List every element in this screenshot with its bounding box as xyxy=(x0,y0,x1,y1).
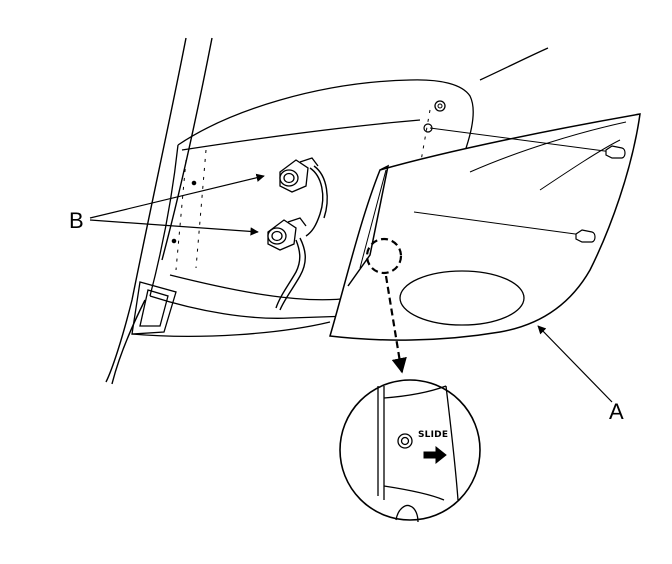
vehicle-body-edge xyxy=(105,37,213,385)
bulb-socket-lower xyxy=(267,217,307,251)
mounting-stud-icon xyxy=(575,145,626,243)
taillight-opening xyxy=(131,47,549,338)
callout-a-leader xyxy=(537,325,613,403)
hidden-clip-marker xyxy=(365,237,403,363)
wiring-harness xyxy=(275,165,328,311)
callout-label-b: B xyxy=(69,208,84,233)
bulb-socket-upper xyxy=(279,157,319,193)
slide-arrow-icon xyxy=(423,445,447,465)
callout-b-leaders xyxy=(89,173,265,236)
detail-leader-arrow xyxy=(391,356,407,374)
mounting-stud-guides xyxy=(413,127,613,237)
interior-guides xyxy=(175,109,431,281)
slide-label: SLIDE xyxy=(418,430,449,440)
taillight-assembly xyxy=(329,113,641,341)
detail-view-contents xyxy=(377,385,459,523)
callout-label-a: A xyxy=(609,399,624,424)
detail-view xyxy=(339,379,481,521)
